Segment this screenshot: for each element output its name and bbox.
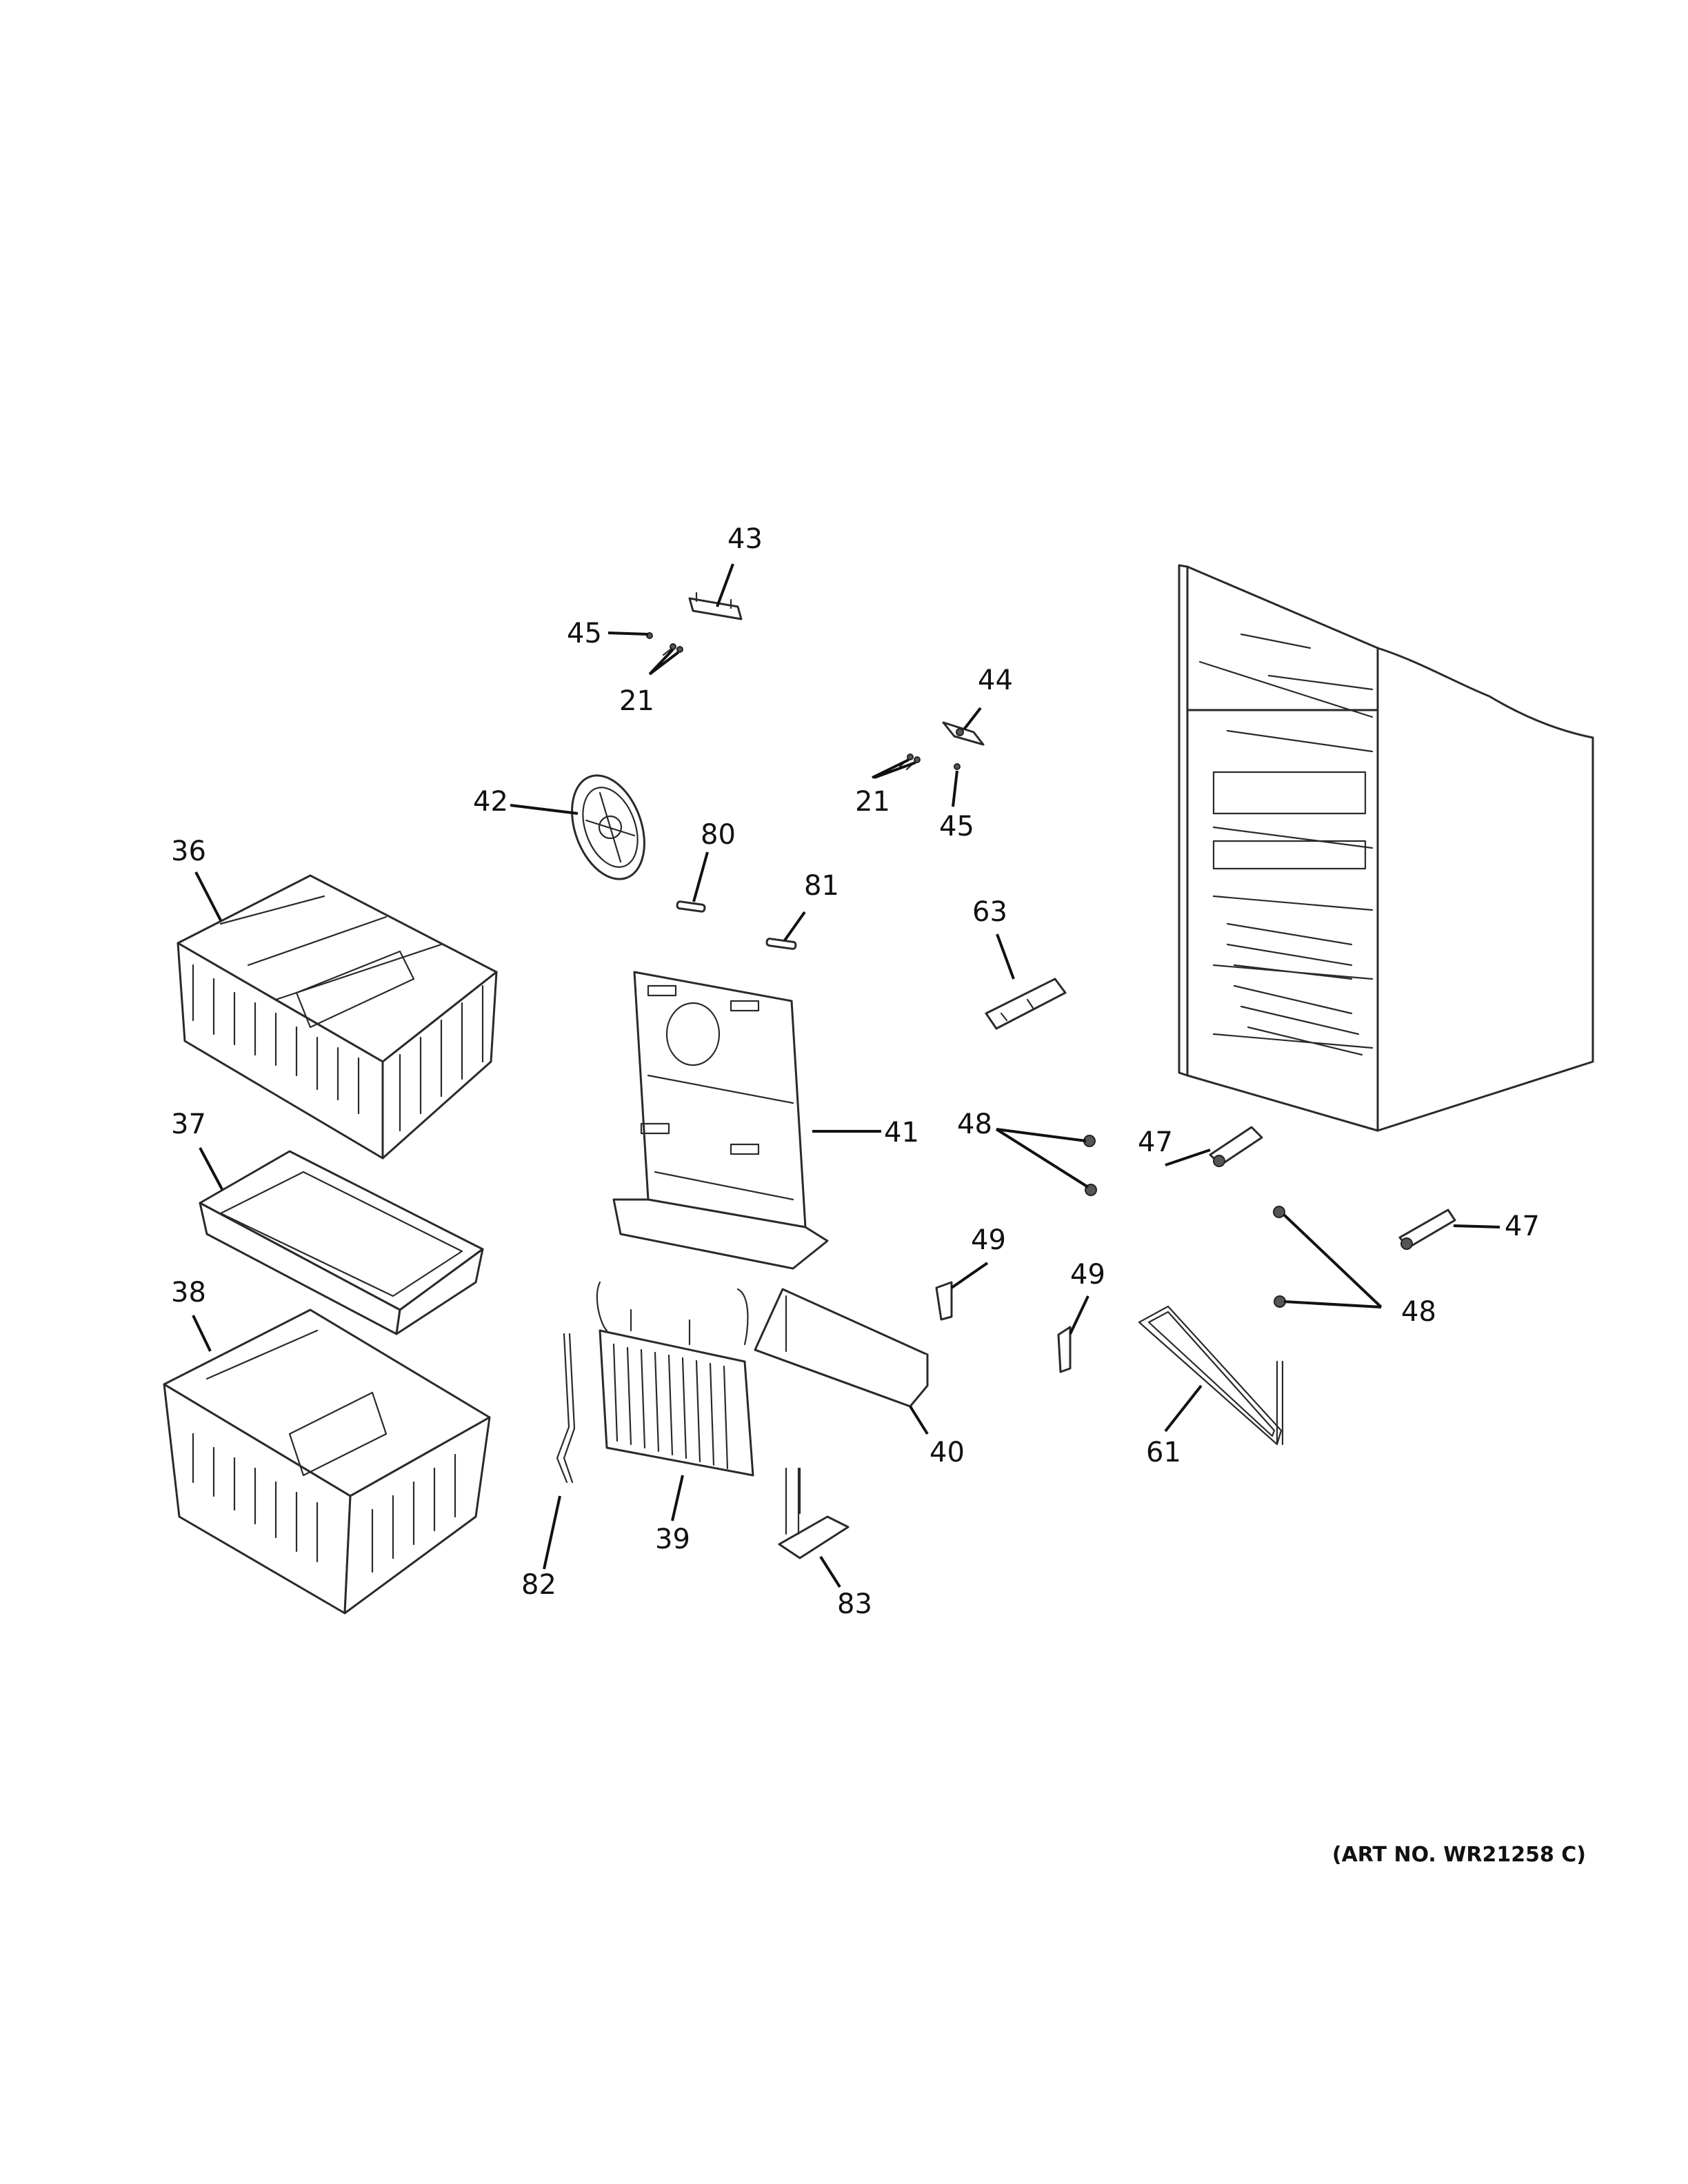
callout-48: 48 bbox=[1401, 1296, 1436, 1328]
part-39-evaporator bbox=[596, 1281, 754, 1477]
callout-45: 45 bbox=[939, 811, 974, 842]
callout-40: 40 bbox=[930, 1437, 965, 1468]
part-36-upper-basket bbox=[177, 874, 498, 1160]
callout-47: 47 bbox=[1138, 1126, 1173, 1158]
callout-37: 37 bbox=[171, 1109, 206, 1140]
callout-39: 39 bbox=[655, 1524, 690, 1555]
callout-45: 45 bbox=[567, 618, 602, 649]
part-48-screws bbox=[1083, 1135, 1286, 1308]
part-43-bracket bbox=[688, 592, 743, 620]
callout-80: 80 bbox=[701, 819, 736, 851]
callout-44: 44 bbox=[978, 665, 1013, 696]
part-40-drain-pan bbox=[754, 1288, 929, 1408]
callout-labels: 43 45 21 44 21 45 42 80 81 36 63 41 47 4… bbox=[171, 523, 1540, 1620]
part-80-strip bbox=[676, 900, 706, 913]
part-38-lower-basket bbox=[163, 1308, 491, 1615]
leader-lines bbox=[192, 563, 1500, 1588]
callout-42: 42 bbox=[473, 786, 508, 818]
callout-83: 83 bbox=[837, 1588, 872, 1620]
callout-21: 21 bbox=[855, 786, 890, 818]
callout-49: 49 bbox=[1070, 1259, 1105, 1291]
part-81-strip bbox=[765, 938, 797, 950]
callout-63: 63 bbox=[972, 896, 1007, 928]
part-44-bracket bbox=[942, 721, 985, 746]
callout-41: 41 bbox=[884, 1117, 919, 1149]
callout-47: 47 bbox=[1505, 1211, 1540, 1242]
part-63-bracket bbox=[985, 978, 1067, 1030]
callout-38: 38 bbox=[171, 1277, 206, 1308]
part-45-screw-b bbox=[954, 763, 961, 770]
callout-48: 48 bbox=[957, 1109, 992, 1140]
part-82-heater-tube bbox=[556, 1333, 576, 1484]
part-61-gasket bbox=[1138, 1305, 1284, 1446]
part-49-cap-b bbox=[1057, 1326, 1072, 1373]
callout-49: 49 bbox=[971, 1224, 1006, 1256]
part-47-hinge-b bbox=[1398, 1209, 1456, 1250]
part-42-fan-assembly bbox=[571, 774, 645, 880]
callout-81: 81 bbox=[804, 870, 839, 902]
part-49-cap-a bbox=[935, 1281, 953, 1321]
part-37-middle-basket bbox=[199, 1150, 484, 1335]
part-41-evaporator-cover bbox=[612, 971, 829, 1270]
part-83-drain-heater bbox=[778, 1467, 850, 1559]
callout-61: 61 bbox=[1146, 1437, 1181, 1468]
callout-21: 21 bbox=[619, 685, 654, 717]
callout-82: 82 bbox=[521, 1569, 556, 1601]
refrigerator-case bbox=[1178, 564, 1594, 1132]
art-number: (ART NO. WR21258 C) bbox=[1332, 1843, 1586, 1867]
callout-43: 43 bbox=[727, 523, 763, 555]
part-47-hinge-a bbox=[1209, 1126, 1263, 1167]
callout-36: 36 bbox=[171, 836, 206, 867]
